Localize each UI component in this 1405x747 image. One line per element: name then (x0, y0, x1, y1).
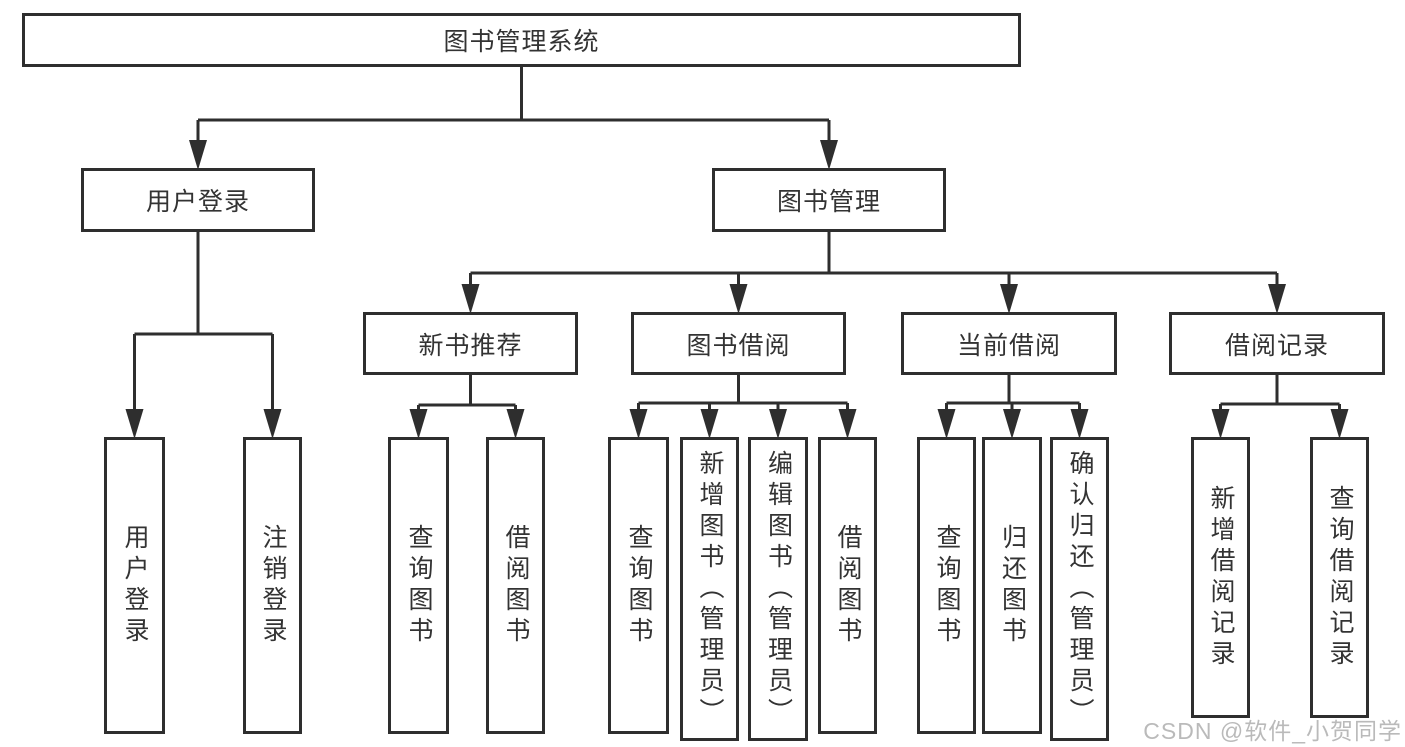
node-label-logout: 注销登录 (259, 523, 287, 648)
node-label-new-book-recommend: 新书推荐 (418, 331, 523, 360)
node-book-borrowing: 图书借阅 (631, 312, 846, 375)
node-login: 用户登录 (104, 437, 165, 734)
node-label-borrow-books-2: 借阅图书 (834, 523, 862, 648)
node-label-user-login: 用户登录 (145, 188, 250, 216)
arrowhead-book-management-to-borrowing-records (1268, 284, 1286, 314)
node-query-books-2: 查询图书 (608, 437, 669, 734)
node-label-query-borrow-record: 查询借阅记录 (1326, 484, 1354, 671)
node-label-current-borrowing: 当前借阅 (956, 331, 1061, 360)
node-book-management: 图书管理 (712, 168, 946, 232)
node-label-book-management: 图书管理 (776, 188, 881, 216)
node-label-add-borrow-record: 新增借阅记录 (1207, 484, 1235, 671)
node-label-borrowing-records: 借阅记录 (1224, 331, 1329, 360)
connector-borrowing-records (1219, 373, 1341, 415)
arrowhead-book-management-to-book-borrowing (729, 284, 748, 314)
node-logout: 注销登录 (243, 437, 302, 734)
node-label-query-books-2: 查询图书 (625, 523, 653, 648)
arrowhead-new-book-recommend-to-query-books-1 (409, 409, 428, 439)
node-root: 图书管理系统 (22, 13, 1021, 67)
arrowhead-book-borrowing-to-edit-books (769, 409, 787, 439)
node-user-login: 用户登录 (81, 168, 315, 232)
node-label-confirm-return: 确认归还（管理员） (1066, 449, 1094, 729)
node-new-book-recommend: 新书推荐 (363, 312, 578, 375)
node-label-root: 图书管理系统 (443, 28, 600, 56)
connector-current-borrowing (945, 373, 1081, 415)
arrowhead-root-to-user-login (189, 140, 207, 170)
node-current-borrowing: 当前借阅 (901, 312, 1117, 375)
arrowhead-new-book-recommend-to-borrow-books-1 (506, 409, 525, 439)
node-return-books: 归还图书 (982, 437, 1042, 734)
arrowhead-book-borrowing-to-query-books-2 (629, 409, 648, 439)
node-query-books-3: 查询图书 (917, 437, 976, 734)
arrowhead-book-management-to-new-book-recommend (461, 284, 480, 314)
arrowhead-user-login-to-logout (263, 409, 282, 439)
node-label-edit-books: 编辑图书（管理员） (764, 449, 793, 729)
connector-root (196, 65, 831, 146)
node-edit-books: 编辑图书（管理员） (748, 437, 808, 741)
node-borrow-books-1: 借阅图书 (486, 437, 545, 734)
connector-book-management (469, 230, 1279, 290)
arrowhead-current-borrowing-to-query-books-3 (937, 409, 956, 439)
arrowhead-book-management-to-current-borrowing (1000, 284, 1018, 314)
arrowhead-current-borrowing-to-confirm-return (1070, 409, 1089, 439)
node-query-books-1: 查询图书 (388, 437, 449, 734)
arrowhead-current-borrowing-to-return-books (1003, 409, 1021, 439)
node-borrow-books-2: 借阅图书 (818, 437, 877, 734)
node-borrowing-records: 借阅记录 (1169, 312, 1385, 375)
node-label-login: 用户登录 (121, 523, 149, 648)
node-add-borrow-record: 新增借阅记录 (1191, 437, 1250, 718)
arrowhead-root-to-book-management (820, 140, 838, 170)
node-add-books: 新增图书（管理员） (680, 437, 739, 741)
node-label-query-books-1: 查询图书 (405, 523, 433, 648)
node-confirm-return: 确认归还（管理员） (1050, 437, 1109, 741)
connector-book-borrowing (637, 373, 849, 415)
node-query-borrow-record: 查询借阅记录 (1310, 437, 1369, 718)
arrowhead-borrowing-records-to-query-borrow-record (1330, 409, 1349, 439)
node-label-return-books: 归还图书 (998, 523, 1027, 648)
csdn-watermark: CSDN @软件_小贺同学 (1143, 718, 1402, 744)
arrowhead-borrowing-records-to-add-borrow-record (1211, 409, 1230, 439)
connector-user-login (133, 230, 274, 415)
arrowhead-user-login-to-login (125, 409, 144, 439)
node-label-borrow-books-1: 借阅图书 (502, 523, 530, 648)
arrowhead-book-borrowing-to-borrow-books-2 (838, 409, 857, 439)
arrowhead-book-borrowing-to-add-books (700, 409, 719, 439)
node-label-add-books: 新增图书（管理员） (696, 449, 724, 729)
node-label-query-books-3: 查询图书 (933, 523, 961, 648)
node-label-book-borrowing: 图书借阅 (686, 331, 791, 360)
connector-new-book-recommend (417, 373, 517, 415)
